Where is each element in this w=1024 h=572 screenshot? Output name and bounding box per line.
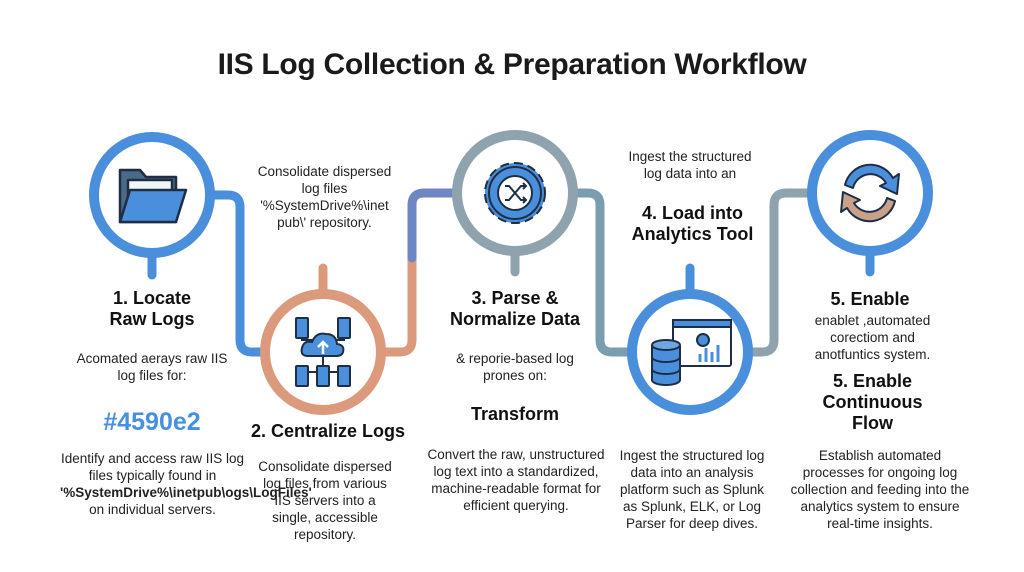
connector-2-3-lower <box>377 253 417 357</box>
step-4-top-text: Ingest the structured log data into an <box>628 149 752 181</box>
step-3-description: Convert the raw, unstructured log text i… <box>427 447 605 513</box>
step-1-desc-a: Identify and access raw IIS log files ty… <box>60 451 245 483</box>
step-5-heading-short: 5. Enable <box>830 289 910 309</box>
connector-3-4 <box>569 188 637 357</box>
step-5-circle <box>807 130 933 256</box>
database-dashboard-icon <box>651 319 732 386</box>
connector-4-5 <box>743 188 817 357</box>
step-2-heading: 2. Centralize Logs <box>250 421 406 441</box>
page-title: IIS Log Collection & Preparation Workflo… <box>217 48 807 81</box>
step-5-description: Establish automated processes for ongoin… <box>790 448 970 531</box>
step-3-subheading: Transform <box>470 404 560 424</box>
gear-shuffle-icon <box>484 162 546 224</box>
folder-icon <box>118 168 188 224</box>
step-1-highlight: #4590e2 <box>103 408 201 436</box>
connector-2-3-upper <box>407 188 461 263</box>
connector-1-2 <box>205 190 270 357</box>
refresh-cycle-icon <box>840 163 900 223</box>
step-1-desc-b: on individual servers. <box>89 502 216 517</box>
step-5-intro: enablet ,automated corectiom and anotfun… <box>814 313 931 362</box>
step-4-heading: 4. Load into Analytics Tool <box>631 203 754 244</box>
step-5-heading: 5. Enable Continuous Flow <box>822 371 923 433</box>
step-4-description: Ingest the structured log data into an a… <box>619 448 765 531</box>
step-1-heading: 1. Locate Raw Logs <box>109 288 195 329</box>
step-1-desc-path: '%SystemDrive%\inetpub\ogs\LogFiles' <box>60 485 312 500</box>
step-2-top-text: Consolidate dispersed log files '%System… <box>257 164 392 230</box>
step-2-description: Consolidate dispersed log files from var… <box>258 459 392 542</box>
cloud-servers-icon <box>295 317 351 387</box>
step-1-description: Identify and access raw IIS log files ty… <box>60 450 312 518</box>
step-3-intro: & reporie-based log prones on: <box>456 351 574 383</box>
step-3-heading: 3. Parse & Normalize Data <box>449 288 581 329</box>
step-1-intro: Acomated aerays raw IIS log files for: <box>76 351 228 383</box>
